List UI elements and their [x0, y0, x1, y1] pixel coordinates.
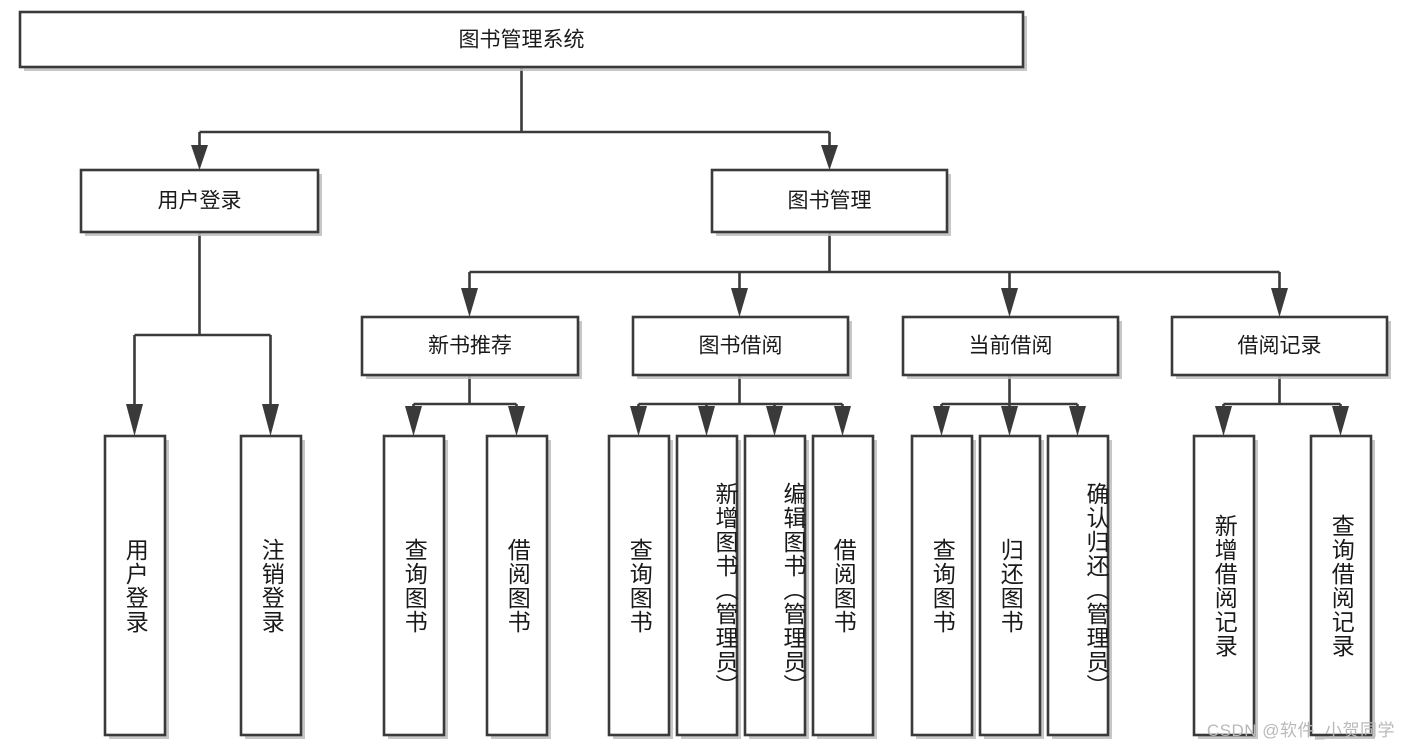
- leaf-confirm-return[interactable]: [1046, 434, 1110, 737]
- arrow-head-new-book-rec: [461, 288, 478, 317]
- node-current-borrow-label: 当前借阅: [969, 335, 1053, 358]
- leaf-query-record[interactable]: [1309, 434, 1373, 737]
- arrow-head-leaf-confirm-return: [1069, 406, 1086, 436]
- arrow-head-user-login: [191, 145, 208, 170]
- node-root-label: 图书管理系统: [459, 29, 585, 52]
- node-borrow-record[interactable]: [1170, 315, 1389, 377]
- arrow-head-leaf-query-book-1: [405, 406, 422, 436]
- arrow-head-borrow-record: [1271, 288, 1288, 317]
- leaf-query-book-2[interactable]: [607, 434, 671, 737]
- arrow-head-leaf-user-logout: [262, 404, 279, 436]
- node-user-login-label: 用户登录: [158, 190, 242, 213]
- leaf-query-book-3[interactable]: [910, 434, 974, 737]
- arrow-head-book-manage: [821, 145, 838, 170]
- arrow-head-leaf-borrow-book-2: [834, 406, 851, 436]
- leaf-user-login[interactable]: [103, 434, 167, 737]
- node-new-book-rec[interactable]: [360, 315, 580, 377]
- node-root[interactable]: [18, 10, 1025, 69]
- leaf-edit-book[interactable]: [743, 434, 807, 737]
- leaf-borrow-book-2[interactable]: [811, 434, 875, 737]
- csdn-watermark: CSDN @软件_小贺同学: [1206, 721, 1395, 740]
- node-book-manage[interactable]: [710, 168, 949, 234]
- node-borrow-record-label: 借阅记录: [1238, 335, 1322, 358]
- leaf-borrow-book-1[interactable]: [485, 434, 549, 737]
- arrow-head-book-borrow: [731, 288, 748, 317]
- arrow-head-current-borrow: [1001, 288, 1018, 317]
- node-book-borrow[interactable]: [631, 315, 850, 377]
- arrow-head-leaf-query-book-3: [933, 406, 950, 436]
- leaf-user-logout[interactable]: [239, 434, 303, 737]
- node-new-book-rec-label: 新书推荐: [428, 335, 512, 358]
- arrow-head-leaf-return-book: [1001, 406, 1018, 436]
- arrow-head-leaf-query-record: [1332, 406, 1349, 436]
- leaf-add-book[interactable]: [675, 434, 739, 737]
- arrow-head-leaf-add-record: [1215, 406, 1232, 436]
- node-user-login[interactable]: [79, 168, 320, 234]
- arrow-head-leaf-query-book-2: [630, 406, 647, 436]
- arrow-head-leaf-user-login: [126, 404, 143, 436]
- leaf-return-book[interactable]: [978, 434, 1042, 737]
- node-layer: 图书管理系统 用户登录 图书管理 新书推荐 图书借阅 当前借阅 借阅记录: [18, 10, 1391, 739]
- leaf-query-book-1[interactable]: [382, 434, 446, 737]
- node-book-borrow-label: 图书借阅: [699, 335, 783, 358]
- node-book-manage-label: 图书管理: [788, 190, 872, 213]
- connector-layer: [126, 67, 1349, 436]
- leaf-add-record[interactable]: [1192, 434, 1256, 737]
- arrow-head-leaf-borrow-book-1: [508, 406, 525, 436]
- arrow-head-leaf-add-book: [698, 406, 715, 436]
- arrow-head-leaf-edit-book: [766, 406, 783, 436]
- node-current-borrow[interactable]: [901, 315, 1120, 377]
